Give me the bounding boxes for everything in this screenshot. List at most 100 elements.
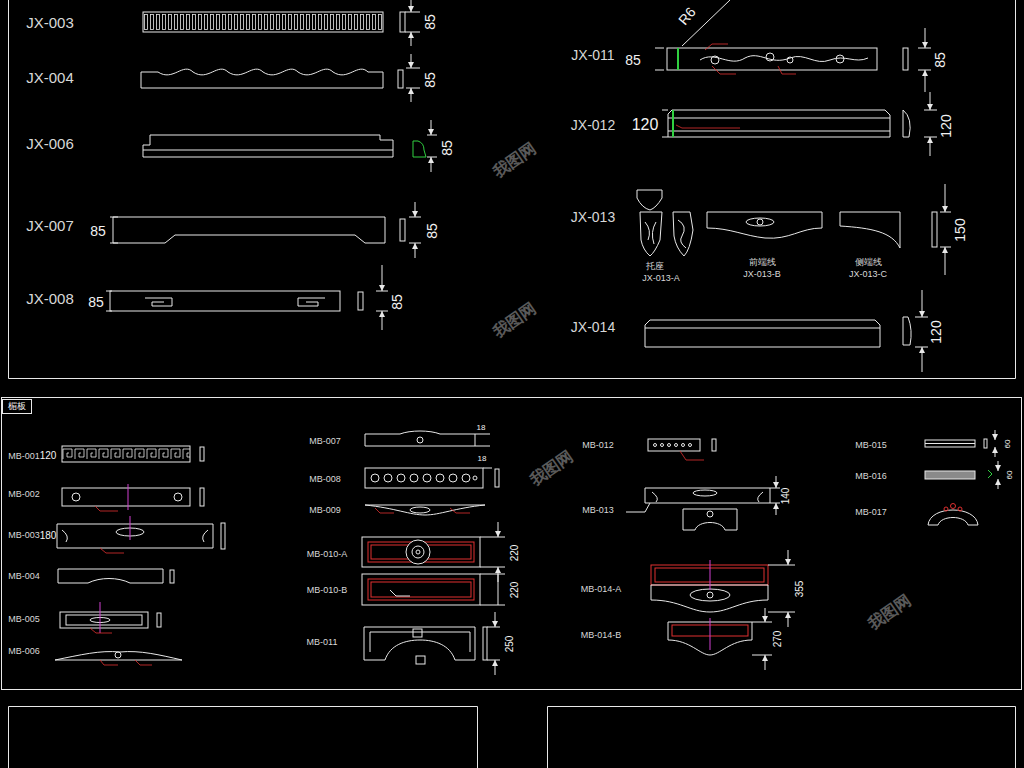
lintel-board xyxy=(707,511,713,517)
lintel-board xyxy=(776,503,777,515)
lintel-board xyxy=(362,431,505,675)
moulding-profile xyxy=(705,44,796,74)
part-caption: 侧端线 xyxy=(855,258,882,267)
dimension-line xyxy=(925,70,926,92)
lintel-board xyxy=(768,612,795,613)
lintel-board xyxy=(128,484,129,510)
part-caption: JX-013-C xyxy=(849,270,887,279)
lintel-board xyxy=(55,446,225,665)
watermark: 我图网 xyxy=(491,300,539,341)
moulding-profile xyxy=(645,317,911,347)
lintel-board xyxy=(998,461,999,471)
lintel-board xyxy=(480,567,505,568)
dimension-text: 120 xyxy=(632,117,659,133)
dimension-line xyxy=(411,32,412,46)
lintel-board xyxy=(925,440,975,447)
moulding-profile xyxy=(143,135,393,157)
lintel-board xyxy=(371,582,471,597)
lintel-board xyxy=(449,474,457,482)
moulding-profile xyxy=(655,0,908,74)
dimension-line xyxy=(427,135,437,136)
dimension-line xyxy=(924,110,937,111)
dimension-line xyxy=(406,88,420,89)
dimension-line xyxy=(382,311,383,330)
lintel-board xyxy=(410,507,430,513)
lintel-board xyxy=(498,574,499,605)
dimension-line xyxy=(940,212,951,213)
moulding-profile xyxy=(668,110,890,137)
lintel-board xyxy=(62,446,190,462)
dimension-line xyxy=(924,137,937,138)
dimension-line xyxy=(406,68,420,69)
part-code: MB-016 xyxy=(855,472,887,481)
lintel-board xyxy=(473,476,477,480)
lintel-board xyxy=(72,493,80,501)
bracket-parts xyxy=(707,212,822,238)
dimension-line xyxy=(918,70,931,71)
lintel-board xyxy=(364,627,475,660)
moulding-profile xyxy=(655,48,664,49)
dimension-text: 85 xyxy=(440,140,454,156)
moulding-profile xyxy=(106,311,112,312)
dimension-line xyxy=(409,217,421,218)
lintel-board xyxy=(925,430,998,525)
dimension-line xyxy=(411,0,412,12)
moulding-profile xyxy=(413,141,426,157)
bracket-parts xyxy=(637,190,937,256)
watermark: 我图网 xyxy=(866,592,914,633)
part-code: JX-007 xyxy=(26,218,74,233)
lintel-board xyxy=(765,655,766,670)
lintel-board xyxy=(475,446,490,447)
moulding-profile xyxy=(682,0,730,46)
part-code: MB-007 xyxy=(309,437,341,446)
part-code: JX-011 xyxy=(571,48,614,62)
moulding-profile xyxy=(676,125,740,128)
lintel-board xyxy=(680,451,704,460)
dimension-text: 60 xyxy=(1006,471,1014,480)
dimension-line xyxy=(918,48,931,49)
part-code: MB-003 xyxy=(8,531,40,540)
moulding-profile xyxy=(677,48,679,70)
dimension-line xyxy=(924,92,937,156)
lintel-board xyxy=(495,612,496,627)
bracket-parts xyxy=(640,212,662,256)
dimension-text: 85 xyxy=(390,294,404,310)
part-code: MB-002 xyxy=(8,490,40,499)
dimension-line xyxy=(431,157,432,172)
part-code: MB-013 xyxy=(582,506,614,515)
lintel-board xyxy=(495,469,499,487)
dimension-line xyxy=(411,88,412,102)
lintel-board xyxy=(770,488,780,489)
dimension-line xyxy=(925,28,926,48)
part-code: MB-015 xyxy=(855,441,887,450)
lintel-board xyxy=(416,656,425,664)
panel-frame xyxy=(9,0,1016,379)
dimension-line xyxy=(427,120,437,172)
lintel-board xyxy=(690,589,730,601)
dimension-text: 85 xyxy=(933,52,947,68)
lintel-board xyxy=(368,579,474,600)
moulding-profile xyxy=(298,298,325,306)
moulding-profile xyxy=(110,291,340,311)
moulding-profile xyxy=(110,243,118,244)
dimension-text: 120 xyxy=(929,320,943,343)
moulding-profile xyxy=(903,48,908,70)
lintel-board xyxy=(689,444,692,447)
moulding-profile xyxy=(667,48,877,70)
lintel-board xyxy=(55,652,182,660)
dimension-text: 85 xyxy=(90,224,106,238)
lintel-board xyxy=(645,488,770,503)
lintel-board xyxy=(487,660,500,661)
part-code: JX-012 xyxy=(571,118,615,132)
dimension-text: 85 xyxy=(425,223,439,239)
moulding-profile xyxy=(141,69,403,88)
dimension-line xyxy=(431,120,432,135)
bracket-parts xyxy=(678,220,686,248)
lintel-board xyxy=(413,629,422,637)
lintel-board xyxy=(95,506,118,511)
moulding-profile xyxy=(358,292,363,310)
watermark: 我图网 xyxy=(491,140,539,181)
dimension-line xyxy=(915,347,928,348)
